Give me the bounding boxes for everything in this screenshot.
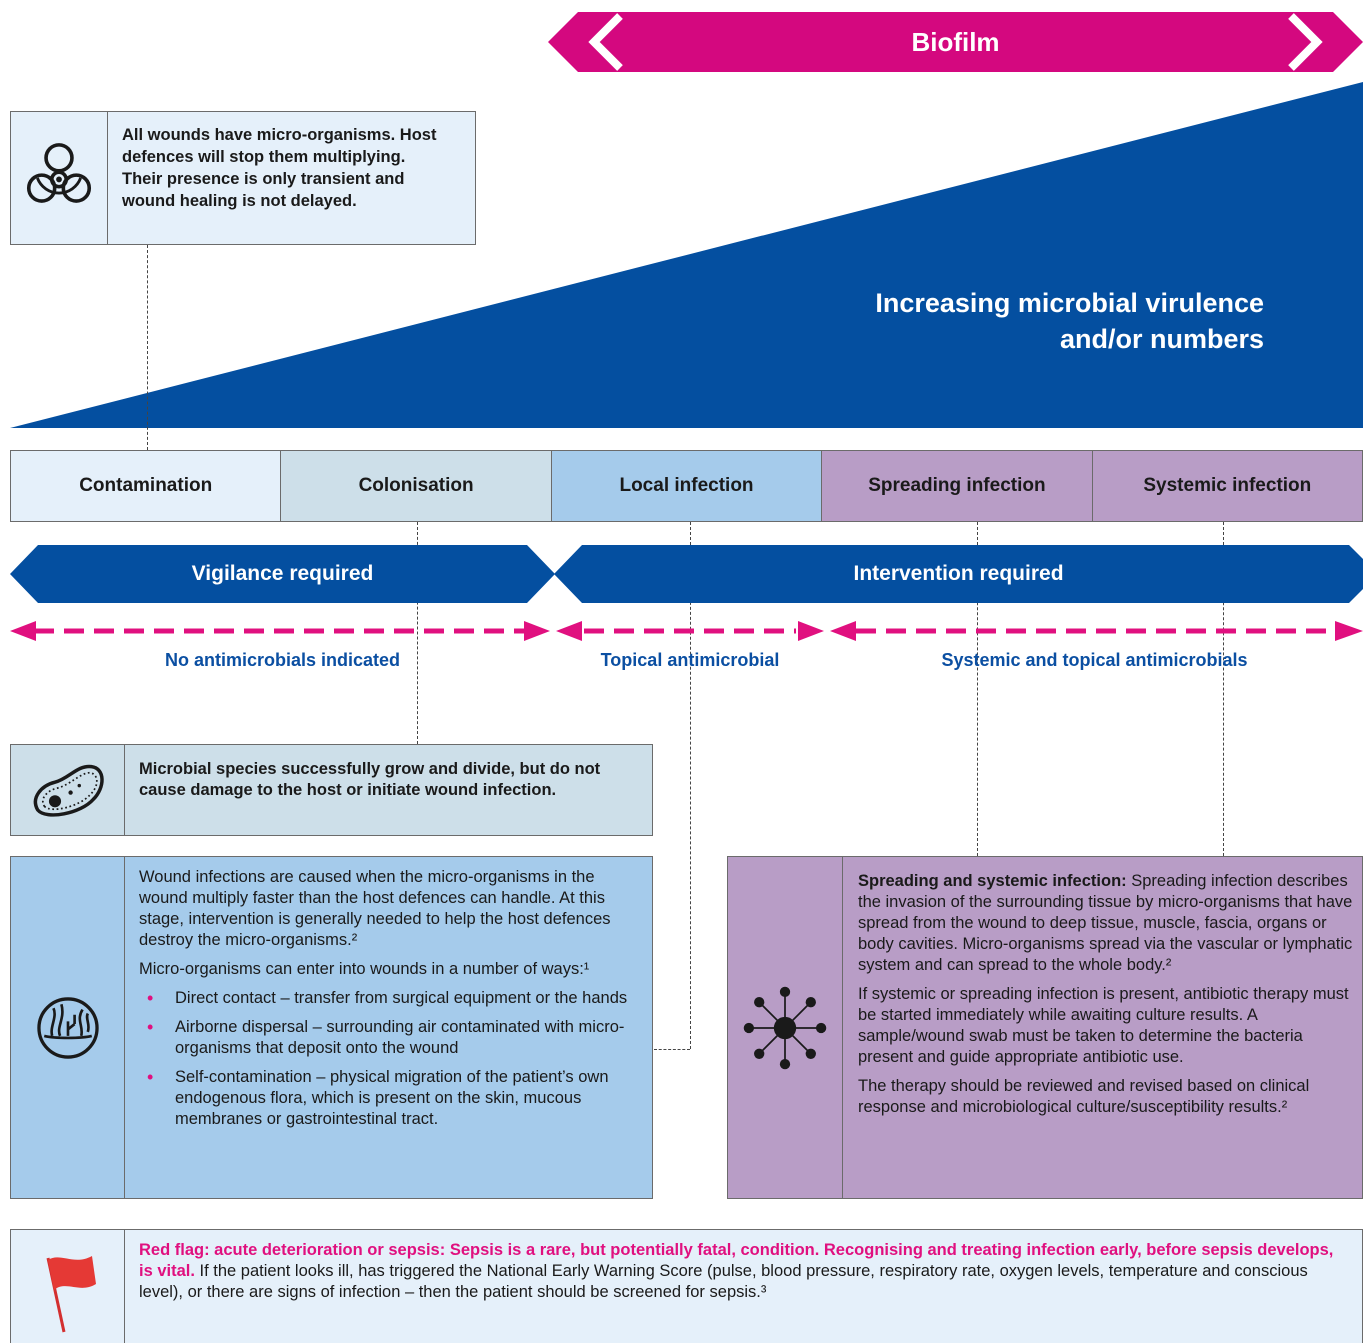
contamination-text: All wounds have micro-organisms. Host de… xyxy=(122,126,437,210)
virulence-label-line1: Increasing microbial virulence xyxy=(875,288,1264,318)
red-flag-icon xyxy=(11,1230,125,1343)
local-infection-info-box: Wound infections are caused when the mic… xyxy=(10,856,653,1199)
spreading-virus-icon xyxy=(728,857,843,1198)
no-antimicrobials-label: No antimicrobials indicated xyxy=(164,650,401,670)
spreading-heading: Spreading and systemic infection: xyxy=(858,872,1127,890)
virulence-triangle xyxy=(10,82,1363,428)
virulence-label-line2: and/or numbers xyxy=(1059,324,1264,354)
vigilance-arrow xyxy=(10,545,555,603)
biohazard-icon xyxy=(11,112,108,244)
intervention-arrow xyxy=(554,545,1363,603)
connector-spreading xyxy=(977,522,978,856)
vigilance-label: Vigilance required xyxy=(191,562,374,585)
spreading-para-1: Spreading infection describes the invasi… xyxy=(858,872,1353,974)
spreading-infection-text: Spreading and systemic infection: Spread… xyxy=(843,857,1362,1198)
stage-colonisation: Colonisation xyxy=(280,450,552,522)
connector-local-v xyxy=(690,522,691,1049)
biofilm-label: Biofilm xyxy=(911,26,1000,57)
connector-colonisation xyxy=(417,522,418,744)
stage-systemic-infection: Systemic infection xyxy=(1091,450,1363,522)
stage-bar: Contamination Colonisation Local infecti… xyxy=(10,450,1363,522)
red-flag-text: Red flag: acute deterioration or sepsis:… xyxy=(125,1230,1362,1343)
local-infection-text: Wound infections are caused when the mic… xyxy=(125,857,652,1198)
spreading-infection-info-box: Spreading and systemic infection: Spread… xyxy=(727,856,1363,1199)
topical-antimicrobial-label: Topical antimicrobial xyxy=(600,650,780,670)
spreading-para-2: If systemic or spreading infection is pr… xyxy=(858,985,1349,1066)
systemic-antimicrobials-label: Systemic and topical antimicrobials xyxy=(941,650,1248,670)
list-item: •Direct contact – transfer from surgical… xyxy=(147,988,628,1008)
antimicrobial-dashed-arrows xyxy=(10,621,1363,641)
stage-contamination: Contamination xyxy=(10,450,282,522)
local-para-2: Micro-organisms can enter into wounds in… xyxy=(139,960,590,978)
spreading-para-3: The therapy should be reviewed and revis… xyxy=(858,1077,1310,1116)
local-para-1: Wound infections are caused when the mic… xyxy=(139,868,611,949)
red-flag-body: If the patient looks ill, has triggered … xyxy=(139,1262,1308,1301)
colonisation-text: Microbial species successfully grow and … xyxy=(139,760,601,799)
red-flag-heading: Red flag: acute deterioration or sepsis:… xyxy=(139,1241,1334,1280)
wound-icon xyxy=(11,857,125,1198)
connector-contamination xyxy=(147,245,148,450)
stage-spreading-infection: Spreading infection xyxy=(821,450,1093,522)
connector-local-h xyxy=(654,1049,690,1050)
virulence-label: Increasing microbial virulence and/or nu… xyxy=(875,285,1264,357)
microbe-icon xyxy=(11,745,125,835)
biofilm-banner xyxy=(548,12,1363,72)
list-item: •Self-contamination – physical migration… xyxy=(147,1067,609,1128)
entry-routes-list: •Direct contact – transfer from surgical… xyxy=(139,988,634,1130)
colonisation-info-box: Microbial species successfully grow and … xyxy=(10,744,653,836)
connector-systemic xyxy=(1223,522,1224,856)
stage-local-infection: Local infection xyxy=(550,450,823,522)
red-flag-info-box: Red flag: acute deterioration or sepsis:… xyxy=(10,1229,1363,1343)
list-item: •Airborne dispersal – surrounding air co… xyxy=(147,1017,625,1057)
contamination-info-box: All wounds have micro-organisms. Host de… xyxy=(10,111,476,245)
intervention-label: Intervention required xyxy=(853,562,1064,585)
